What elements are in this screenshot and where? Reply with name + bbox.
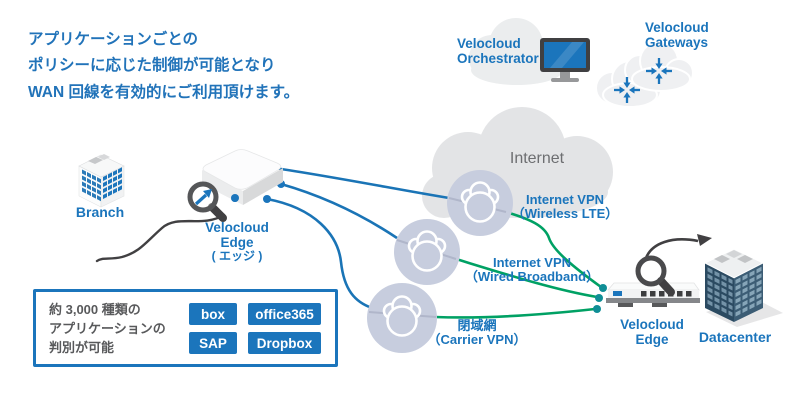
description-line: アプリケーションごとの (28, 31, 199, 48)
label-wireless-lte: Internet VPN （Wireless LTE） (511, 192, 619, 222)
edge-rack-icon (606, 282, 700, 307)
app-chip-office365: office365 (248, 303, 321, 325)
label-orchestrator: Velocloud Orchestrator (457, 36, 539, 66)
label-carrier-vpn: 閉域網 （Carrier VPN） (427, 318, 527, 348)
label-datacenter: Datacenter (698, 329, 772, 345)
label-internet: Internet (509, 150, 565, 167)
monitor-icon (540, 38, 590, 82)
app-chip-box: box (189, 303, 237, 325)
app-panel-text: 約 3,000 種類の アプリケーションの 判別が可能 (49, 302, 166, 355)
edge-right-ports (593, 284, 607, 313)
arrow-head-icon (697, 234, 712, 246)
vpn-badge-carrier (367, 283, 437, 353)
description-line: ポリシーに応じた制御が可能となり (28, 57, 276, 75)
description-line: WAN 回線を有効的にご利用頂けます。 (28, 83, 300, 101)
app-chip-dropbox: Dropbox (248, 332, 321, 354)
label-edge-right: Velocloud Edge (620, 317, 684, 347)
magnifier-pointer-line (95, 213, 226, 263)
magnifier-icon (635, 234, 712, 296)
label-gateways: Velocloud Gateways (645, 20, 709, 50)
vpn-badge-wireless (447, 170, 513, 236)
label-wired-broadband: Internet VPN （Wired Broadband） (464, 255, 600, 285)
description-text: アプリケーションごとの ポリシーに応じた制御が可能となり WAN 回線を有効的に… (28, 27, 299, 106)
branch-building-icon (78, 154, 125, 208)
app-identification-panel: 約 3,000 種類の アプリケーションの 判別が可能 box office36… (33, 289, 338, 367)
label-branch: Branch (75, 204, 125, 220)
edge-appliance-icon (202, 149, 283, 205)
label-edge-left: Velocloud Edge ( エッジ ) (205, 220, 269, 264)
datacenter-building-icon (703, 248, 783, 327)
wan-lines-blue (266, 165, 450, 310)
vpn-badge-wired (394, 219, 460, 285)
vpn-lines-green (434, 210, 602, 319)
gateway-cloud-icon (595, 41, 694, 108)
orchestrator-cloud-icon (469, 18, 563, 85)
app-chip-sap: SAP (189, 332, 237, 354)
